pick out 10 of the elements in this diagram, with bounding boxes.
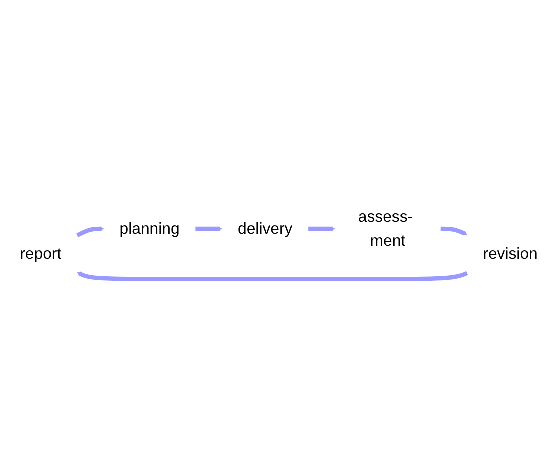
node-text: planning (120, 220, 180, 238)
node-text: revision (483, 245, 538, 263)
node-text: assess- ment (358, 208, 414, 250)
arrow (76, 226, 104, 238)
arrow (196, 226, 222, 232)
arrow (440, 226, 468, 236)
arrow (77, 271, 468, 282)
arrow (308, 226, 336, 232)
node-text: report (20, 245, 62, 263)
node-text: delivery (238, 220, 293, 238)
